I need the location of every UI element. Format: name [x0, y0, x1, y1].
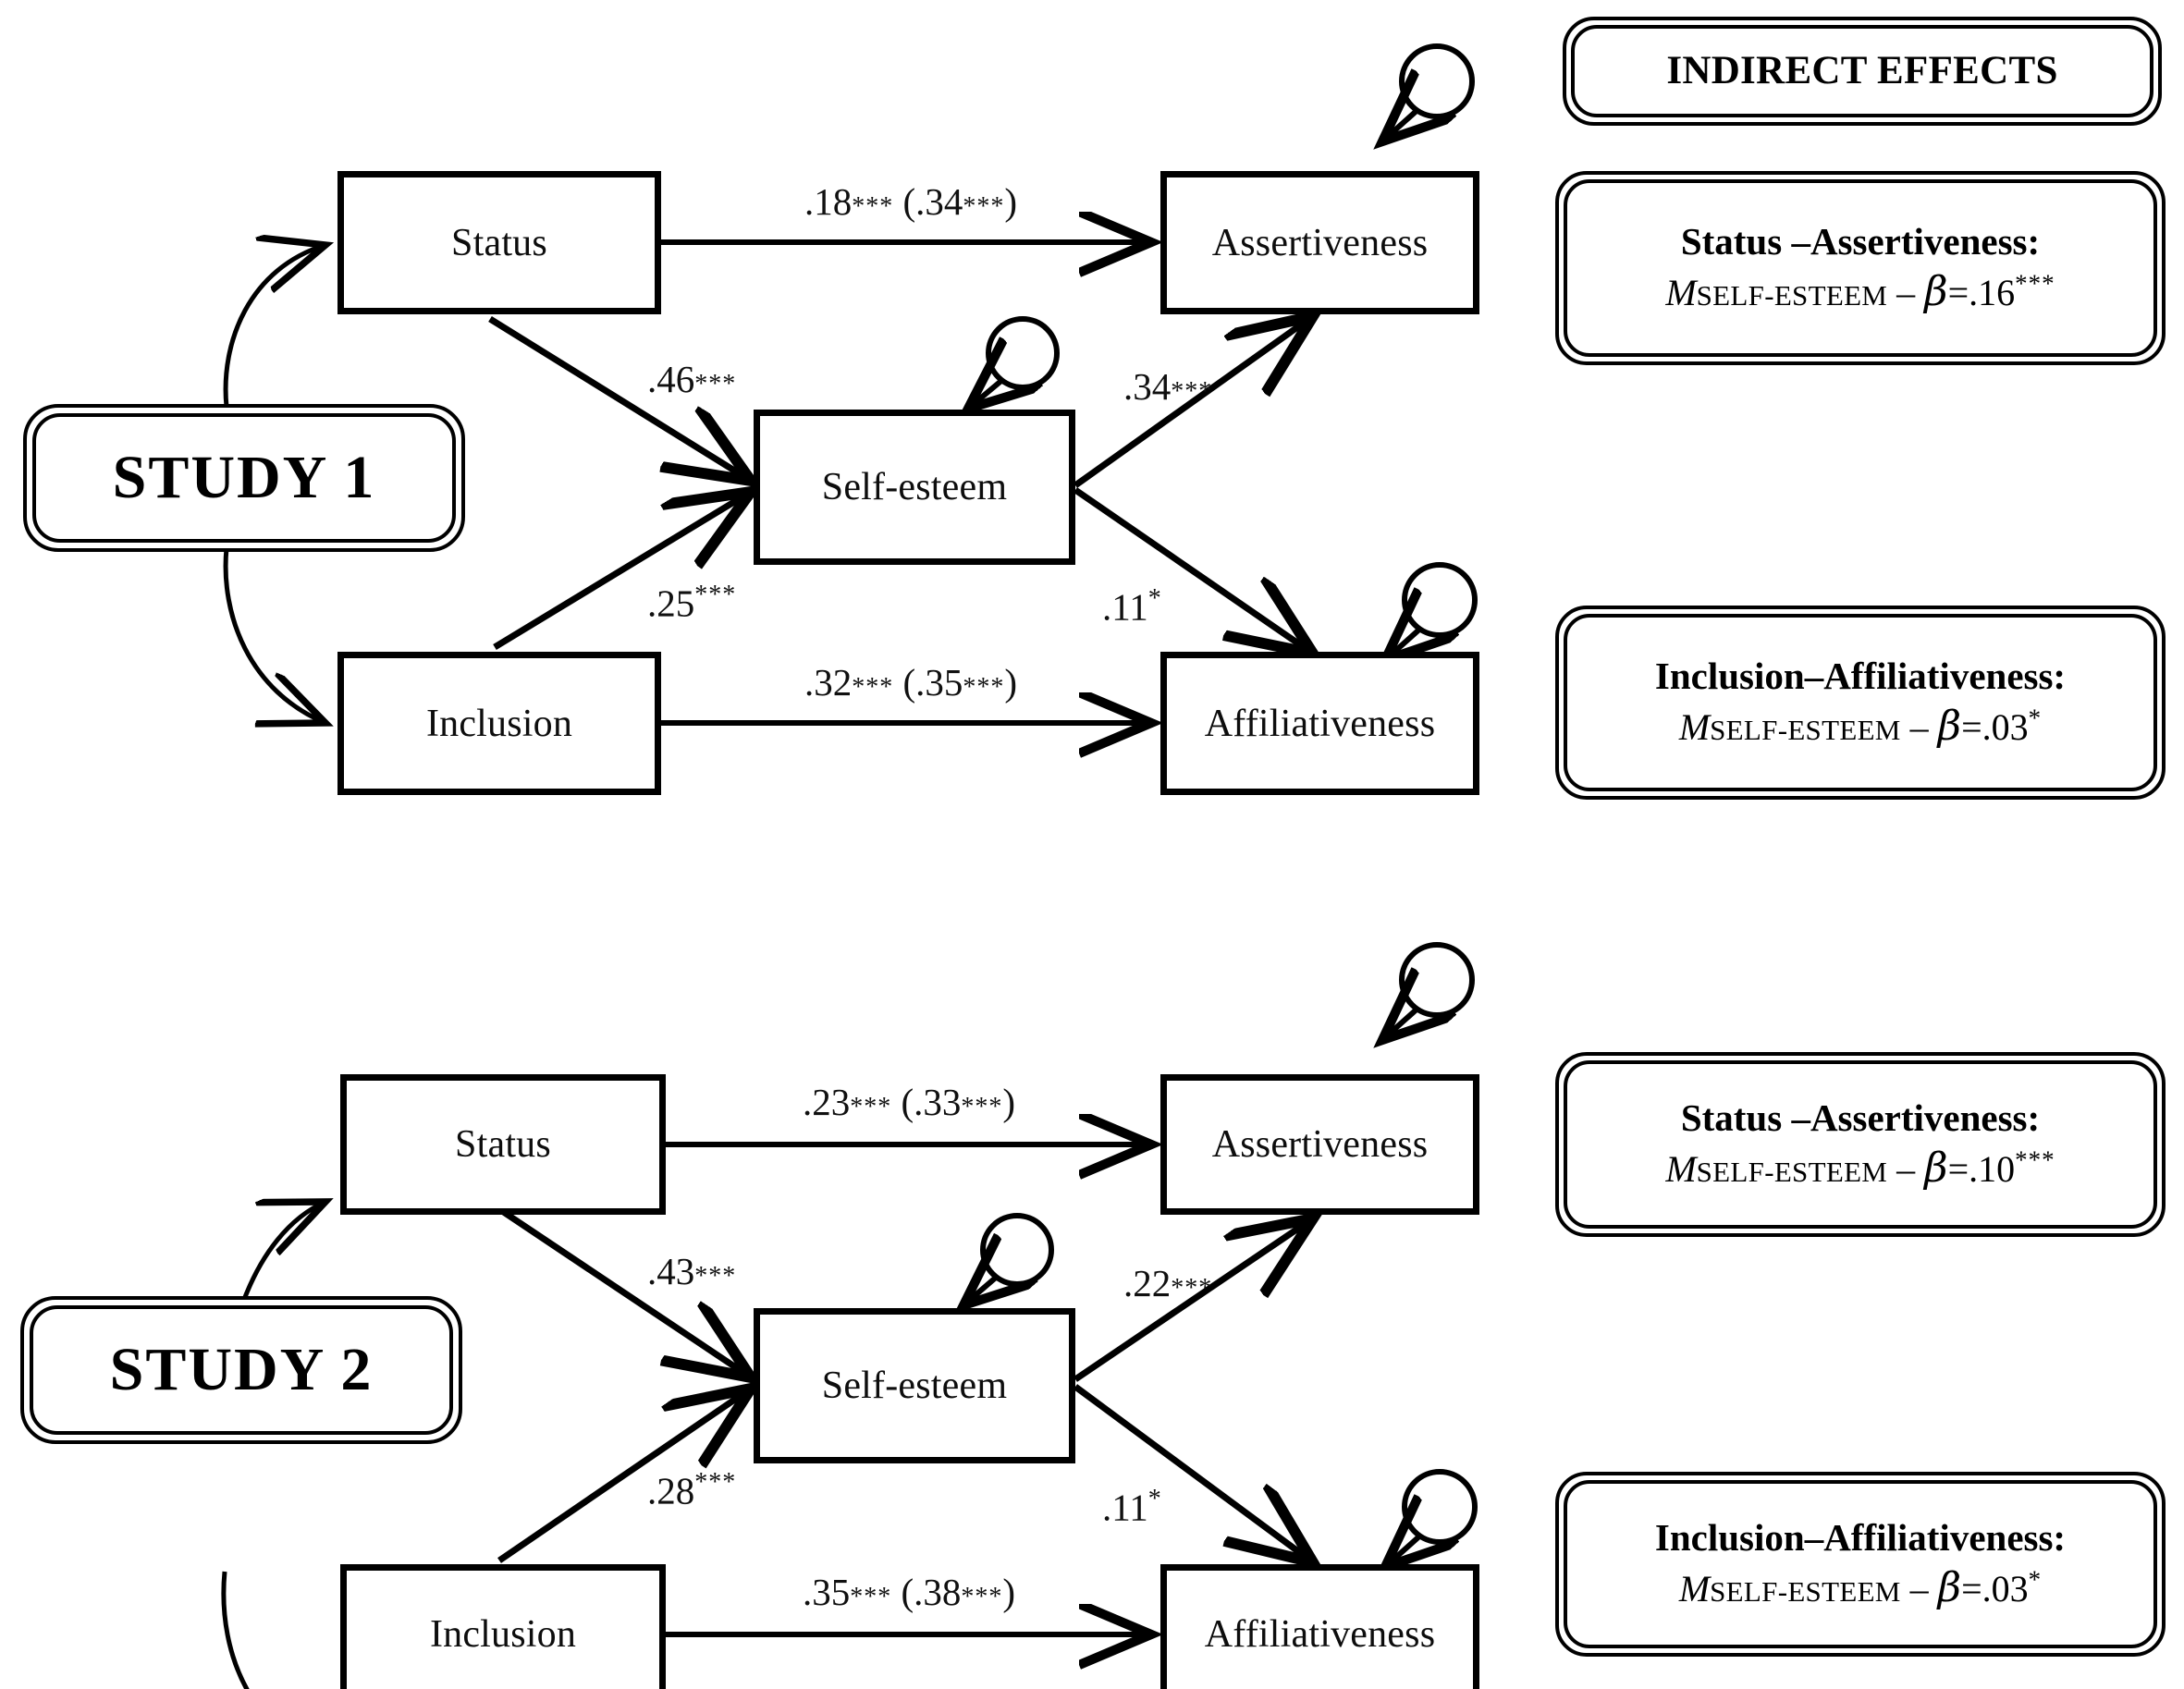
- s2-error-selfesteem: [963, 1213, 1054, 1305]
- s2-label-status-selfesteem: .43***: [647, 1250, 737, 1292]
- study-2-label-box[interactable]: STUDY 2: [20, 1296, 462, 1444]
- s1-error-assertiveness: [1382, 43, 1475, 141]
- s2-indirect-2-head: Inclusion–Affiliativeness:: [1654, 1516, 2067, 1559]
- s2-path-status-selfesteem: [497, 1206, 751, 1377]
- s2-node-affiliativeness-label: Affiliativeness: [1204, 1613, 1436, 1656]
- indirect-effects-header-panel: INDIRECT EFFECTS: [1563, 17, 2162, 126]
- study-1-label-box[interactable]: STUDY 1: [23, 404, 465, 552]
- s1-node-assertiveness-label: Assertiveness: [1211, 221, 1429, 264]
- s2-node-selfesteem[interactable]: Self-esteem: [754, 1308, 1075, 1463]
- s1-label-status-assertiveness: .18*** (.34***): [804, 180, 1018, 223]
- s1-path-inclusion-selfesteem: [493, 492, 751, 650]
- s1-node-status-label: Status: [451, 221, 547, 264]
- s1-indirect-2-formula: MSELF-ESTEEM – β=.03*: [1678, 703, 2043, 751]
- s2-label-inclusion-affiliativeness: .35*** (.38***): [803, 1571, 1016, 1613]
- s2-label-selfesteem-affiliativeness: .11*: [1102, 1485, 1162, 1529]
- s1-indirect-1-formula: MSELF-ESTEEM – β=.16***: [1665, 268, 2055, 316]
- s2-indirect-inclusion-affiliativeness-panel: Inclusion–Affiliativeness: MSELF-ESTEEM …: [1555, 1472, 2166, 1657]
- s1-path-selfesteem-affiliativeness: [1074, 487, 1313, 654]
- s2-node-assertiveness-label: Assertiveness: [1211, 1123, 1429, 1166]
- s1-label-selfesteem-affiliativeness: .11*: [1102, 584, 1162, 629]
- s2-node-affiliativeness[interactable]: Affiliativeness: [1160, 1564, 1479, 1689]
- s2-node-status[interactable]: Status: [340, 1074, 666, 1215]
- s2-node-status-label: Status: [455, 1123, 551, 1166]
- s1-node-affiliativeness-label: Affiliativeness: [1204, 702, 1436, 745]
- s1-label-status-selfesteem: .46***: [647, 358, 737, 400]
- s1-node-assertiveness[interactable]: Assertiveness: [1160, 171, 1479, 314]
- s2-error-assertiveness: [1382, 942, 1475, 1040]
- s2-label-status-assertiveness: .23*** (.33***): [803, 1081, 1016, 1123]
- s2-indirect-2-formula: MSELF-ESTEEM – β=.03*: [1678, 1564, 2043, 1612]
- study2-bracket-curves: [221, 1202, 325, 1689]
- s2-path-selfesteem-affiliativeness: [1073, 1384, 1313, 1562]
- s2-error-affiliativeness: [1385, 1469, 1478, 1567]
- s2-node-assertiveness[interactable]: Assertiveness: [1160, 1074, 1479, 1215]
- s2-indirect-status-assertiveness-panel: Status –Assertiveness: MSELF-ESTEEM – β=…: [1555, 1052, 2166, 1237]
- s1-node-inclusion[interactable]: Inclusion: [337, 652, 661, 795]
- s1-path-status-selfesteem: [488, 316, 751, 481]
- s1-node-selfesteem[interactable]: Self-esteem: [754, 410, 1075, 565]
- s2-label-inclusion-selfesteem: .28***: [647, 1468, 737, 1512]
- s1-label-selfesteem-assertiveness: .34***: [1123, 365, 1213, 408]
- s2-node-selfesteem-label: Self-esteem: [821, 1365, 1008, 1407]
- indirect-effects-title: INDIRECT EFFECTS: [1666, 49, 2058, 93]
- s1-indirect-status-assertiveness-panel: Status –Assertiveness: MSELF-ESTEEM – β=…: [1555, 171, 2166, 365]
- s1-label-inclusion-affiliativeness: .32*** (.35***): [804, 661, 1018, 704]
- s1-error-selfesteem: [968, 316, 1060, 409]
- s2-node-inclusion[interactable]: Inclusion: [340, 1564, 666, 1689]
- s2-indirect-1-head: Status –Assertiveness:: [1680, 1096, 2041, 1139]
- s2-indirect-1-formula: MSELF-ESTEEM – β=.10***: [1665, 1144, 2055, 1193]
- s1-node-status[interactable]: Status: [337, 171, 661, 314]
- s1-indirect-2-head: Inclusion–Affiliativeness:: [1654, 655, 2067, 697]
- s1-error-affiliativeness: [1385, 562, 1478, 660]
- s1-indirect-1-head: Status –Assertiveness:: [1680, 220, 2041, 263]
- s1-label-inclusion-selfesteem: .25***: [647, 581, 737, 625]
- study-2-label-text: STUDY 2: [109, 1336, 374, 1403]
- s1-node-affiliativeness[interactable]: Affiliativeness: [1160, 652, 1479, 795]
- s2-label-selfesteem-assertiveness: .22***: [1123, 1262, 1213, 1304]
- s1-indirect-inclusion-affiliativeness-panel: Inclusion–Affiliativeness: MSELF-ESTEEM …: [1555, 606, 2166, 800]
- s1-node-inclusion-label: Inclusion: [425, 702, 573, 745]
- study-1-label-text: STUDY 1: [112, 444, 376, 511]
- s2-node-inclusion-label: Inclusion: [429, 1613, 577, 1656]
- s1-node-selfesteem-label: Self-esteem: [821, 466, 1008, 508]
